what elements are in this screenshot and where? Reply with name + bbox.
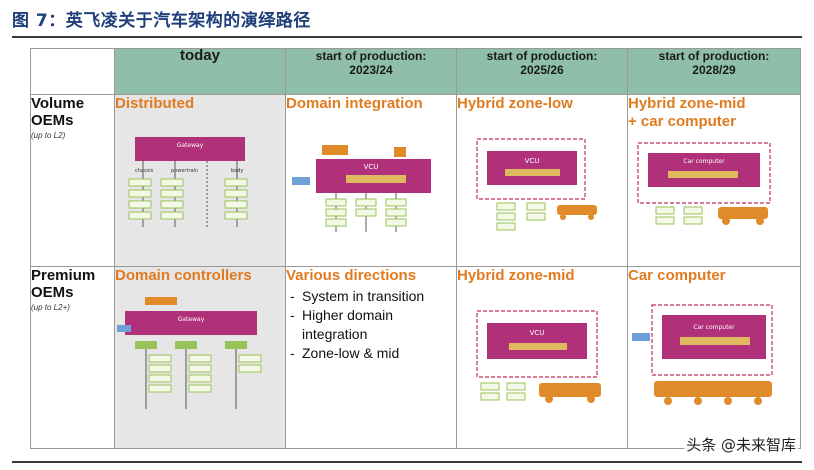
chassis-label: chassis xyxy=(135,168,154,174)
bullet-item: System in transition xyxy=(286,287,456,306)
bullet-item: Zone-low & mid xyxy=(286,344,456,363)
cell-hybrid-zone-mid-car-computer: Hybrid zone-mid + car computer Car compu… xyxy=(627,94,801,267)
cell-title-line1: Hybrid zone-mid xyxy=(628,95,746,112)
bullet-list: System in transition Higher domain integ… xyxy=(286,287,456,363)
bullet-item: Higher domain integration xyxy=(286,306,456,344)
powertrain-label: powertrain xyxy=(171,168,198,174)
cell-title: Distributed xyxy=(115,95,195,112)
vcu-label: VCU xyxy=(364,163,379,171)
corner-cell xyxy=(30,48,115,95)
hybrid-zone-low-diagram: VCU xyxy=(476,138,597,231)
cell-domain-integration: Domain integration VCU xyxy=(285,94,457,267)
distributed-diagram: Gateway chassis powertrain body xyxy=(128,137,248,227)
cell-title: Domain controllers xyxy=(115,267,252,284)
car-computer-label: Car computer xyxy=(683,158,725,165)
cell-hybrid-zone-mid: Hybrid zone-mid VCU xyxy=(456,266,628,449)
watermark: 头条 @未来智库 xyxy=(684,434,798,455)
col-header-2028: start of production:2028/29 xyxy=(627,48,801,95)
col-header-year: 2023/24 xyxy=(349,63,393,77)
cell-hybrid-zone-low: Hybrid zone-low VCU xyxy=(456,94,628,267)
hybrid-zone-mid-diagram: Car computer xyxy=(637,142,771,225)
col-header-today: today xyxy=(114,47,286,95)
cell-domain-controllers: Domain controllers Gateway xyxy=(114,266,286,449)
car-computer-label: Car computer xyxy=(693,324,735,331)
row-title: Volume xyxy=(31,95,85,112)
gateway-box xyxy=(135,137,245,161)
col-header-year: 2025/26 xyxy=(520,63,564,77)
cell-title: Domain integration xyxy=(286,95,423,112)
col-header-2025: start of production:2025/26 xyxy=(456,48,628,95)
bottom-rule xyxy=(12,461,802,463)
col-header-label: start of production: xyxy=(658,49,770,63)
ecu-boxes xyxy=(128,178,248,220)
gateway-label: Gateway xyxy=(178,316,205,323)
architecture-table: today start of production:2023/24 start … xyxy=(30,48,801,449)
vcu-label: VCU xyxy=(530,329,545,337)
row-title: OEMs xyxy=(31,112,74,129)
cell-distributed: Distributed Gateway chassis powertrain b… xyxy=(114,94,286,267)
cell-title-line2: + car computer xyxy=(628,113,736,130)
domain-controllers-diagram: Gateway xyxy=(117,297,262,409)
hybrid-zone-mid-premium-diagram: VCU xyxy=(476,310,601,403)
vcu-label: VCU xyxy=(525,157,540,165)
domain-integration-diagram: VCU xyxy=(292,145,431,232)
gateway-label: Gateway xyxy=(177,142,204,149)
cell-various-directions: Various directions System in transition … xyxy=(285,266,457,449)
col-header-label: start of production: xyxy=(315,49,427,63)
figure-title: 图 7：英飞凌关于汽车架构的演绎路径 xyxy=(12,11,311,31)
col-header-label: start of production: xyxy=(486,49,598,63)
row-subtitle: (up to L2) xyxy=(31,131,66,140)
cell-car-computer: Car computer Car computer xyxy=(627,266,801,449)
cell-title: Car computer xyxy=(628,267,726,284)
col-header-label: today xyxy=(179,47,220,64)
row-title: OEMs xyxy=(31,284,74,301)
car-computer-diagram: Car computer xyxy=(632,304,773,405)
col-header-2023: start of production:2023/24 xyxy=(285,48,457,95)
cell-title: Hybrid zone-mid xyxy=(457,267,575,284)
cell-title: Hybrid zone-low xyxy=(457,95,573,112)
top-rule xyxy=(12,36,802,38)
cell-title: Various directions xyxy=(286,267,417,284)
row-subtitle: (up to L2+) xyxy=(31,303,70,312)
col-header-year: 2028/29 xyxy=(692,63,736,77)
body-label: body xyxy=(231,168,243,174)
row-title: Premium xyxy=(31,267,96,284)
row-header-volume: Volume OEMs (up to L2) xyxy=(30,94,115,267)
row-header-premium: Premium OEMs (up to L2+) xyxy=(30,266,115,449)
